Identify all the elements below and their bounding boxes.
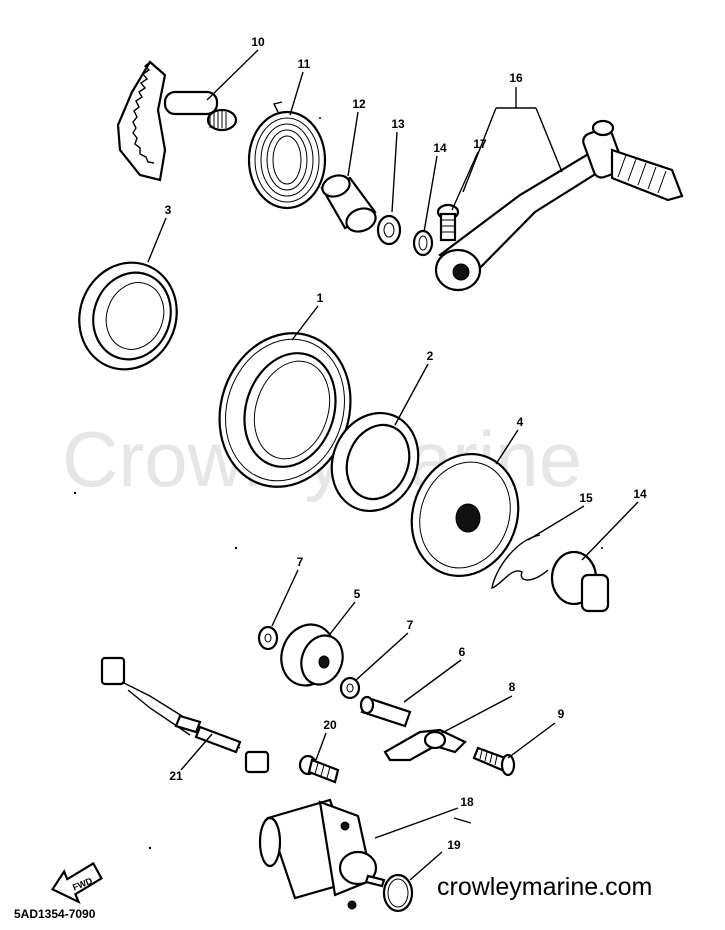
callout-12: 12 xyxy=(352,97,366,111)
callout-labels: 10 11 12 13 14 17 16 3 1 2 4 15 14 7 5 7… xyxy=(165,35,647,852)
callout-9: 9 xyxy=(558,707,565,721)
callout-7a: 7 xyxy=(297,555,304,569)
callout-6: 6 xyxy=(459,645,466,659)
part-21-bolt xyxy=(298,754,340,784)
scan-specks xyxy=(73,117,603,850)
callout-8: 8 xyxy=(509,680,516,694)
callout-21: 20 xyxy=(323,718,337,732)
callout-4: 4 xyxy=(517,415,524,429)
callout-11: 11 xyxy=(298,57,311,71)
part-16-retaining-clip xyxy=(491,534,549,589)
callout-17: 16 xyxy=(509,71,523,85)
part-5-idle-gear xyxy=(280,623,344,687)
callout-10: 10 xyxy=(251,35,265,49)
callout-3: 3 xyxy=(165,203,172,217)
part-12-bushing xyxy=(320,174,377,233)
part-7-washer-b xyxy=(339,676,361,700)
part-14-circlip xyxy=(412,229,434,257)
part-4-clutch-housing xyxy=(410,452,520,578)
diagram-code: 5AD1354-7090 xyxy=(14,907,96,921)
website-label: crowleymarine.com xyxy=(437,873,652,901)
part-7-washer-a xyxy=(257,625,279,651)
callout-1: 1 xyxy=(317,291,324,305)
part-13-washer xyxy=(376,214,402,246)
part-17-kick-crank xyxy=(434,119,684,292)
part-19-starter-motor xyxy=(258,798,386,910)
part-9-screw xyxy=(472,746,516,777)
part-15-drive-gear xyxy=(550,550,610,613)
part-11-torsion-spring xyxy=(247,101,327,210)
callout-18: 17 xyxy=(473,137,487,151)
part-1-ring-gear xyxy=(218,332,352,488)
callout-20: 19 xyxy=(447,838,461,852)
fwd-arrow: FWD xyxy=(50,861,103,905)
part-8-plate xyxy=(383,728,467,762)
callout-16: 15 xyxy=(579,491,593,505)
callout-2: 2 xyxy=(427,349,434,363)
leader-lines xyxy=(147,49,639,881)
part-3-oil-seal xyxy=(78,261,178,371)
callout-5: 5 xyxy=(354,587,361,601)
part-18-bolt xyxy=(436,203,460,242)
part-20-o-ring xyxy=(382,873,414,913)
callout-15: 14 xyxy=(633,487,647,501)
callout-22: 21 xyxy=(169,769,183,783)
callout-14: 14 xyxy=(433,141,447,155)
callout-7b: 7 xyxy=(407,618,414,632)
part-6-shaft xyxy=(359,695,412,728)
callout-13: 13 xyxy=(391,117,405,131)
part-10-kick-gear-shaft xyxy=(116,60,238,182)
callout-19: 18 xyxy=(460,795,474,809)
part-2-one-way-clutch xyxy=(330,411,420,513)
part-22-lead-wire xyxy=(100,656,270,774)
